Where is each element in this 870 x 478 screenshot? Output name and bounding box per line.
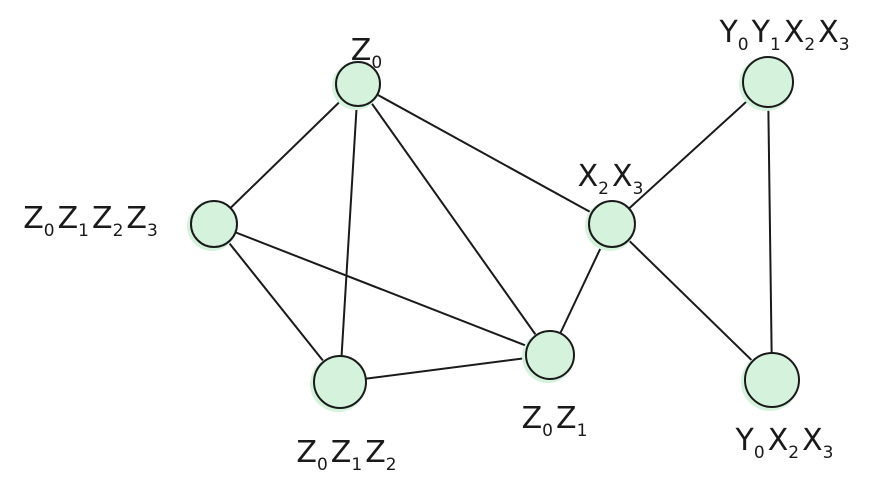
node-y0y1x2x3	[739, 56, 794, 111]
edge-z0z1z2-z0z1	[339, 354, 551, 383]
node-fill	[739, 57, 793, 111]
node-outline	[313, 355, 367, 409]
node-outline	[335, 61, 381, 107]
nodes-layer	[187, 56, 800, 412]
node-fill	[187, 201, 237, 251]
node-y0x2x3	[741, 352, 800, 411]
edge-z0-x2x3	[357, 83, 613, 225]
node-label-y0x2x3: Y0 X2 X3	[735, 423, 837, 463]
node-z0z1z2z3	[187, 200, 238, 251]
node-fill	[741, 353, 799, 411]
node-outline	[742, 56, 794, 108]
node-label-z0: Z0	[351, 33, 385, 73]
edge-z0-z0z1z2z3	[213, 83, 359, 225]
node-x2x3	[585, 200, 636, 251]
edge-x2x3-y0y1x2x3	[611, 81, 769, 225]
node-z0z1	[522, 330, 575, 383]
node-label-y0y1x2x3: Y0 Y1 X2 X3	[718, 15, 852, 55]
node-label-z0z1: Z0 Z1	[522, 401, 591, 441]
edges-layer	[213, 81, 773, 383]
node-outline	[588, 200, 636, 248]
node-fill	[522, 331, 574, 383]
node-fill	[310, 356, 366, 412]
node-outline	[190, 200, 238, 248]
node-outline	[525, 330, 575, 380]
node-label-z0z1z2z3: Z0 Z1 Z2 Z3	[23, 201, 161, 241]
edge-x2x3-y0x2x3	[611, 223, 773, 381]
node-label-z0z1z2: Z0 Z1 Z2	[296, 435, 399, 475]
node-outline	[744, 352, 800, 408]
edge-z0-z0z1	[357, 83, 551, 356]
node-z0z1z2	[310, 355, 367, 412]
edge-z0z1z2z3-z0z1z2	[213, 223, 341, 383]
node-fill	[332, 62, 380, 110]
node-fill	[585, 201, 635, 251]
labels-layer: Z0 Z0 Z1 Z2 Z3 Z0 Z1 Z2 Z0 Z1 X2 X3 Y0 Y…	[23, 15, 852, 475]
edge-z0z1z2z3-z0z1	[213, 223, 551, 356]
node-z0	[332, 61, 381, 110]
node-label-x2x3: X2 X3	[578, 159, 647, 199]
edge-y0y1x2x3-y0x2x3	[767, 81, 773, 381]
edge-z0-z0z1z2	[339, 83, 359, 383]
